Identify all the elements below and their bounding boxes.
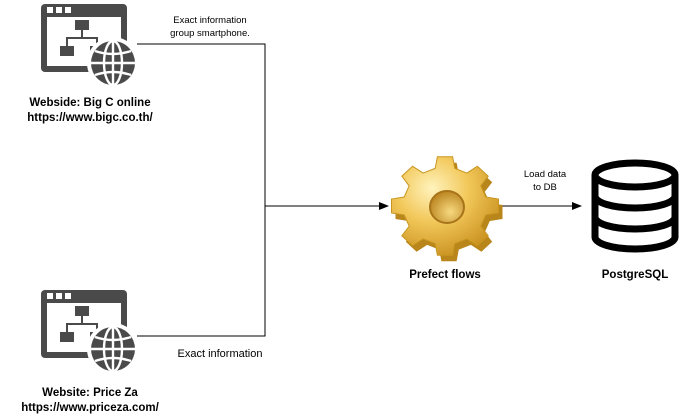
bigc-website-icon xyxy=(41,4,139,89)
priceza-website-icon xyxy=(41,290,139,375)
edge-bigc-to-prefect xyxy=(137,43,266,206)
priceza-title: Website: Price Za xyxy=(42,387,138,399)
gear-icon xyxy=(391,156,503,262)
load-edge-label: Load data to DB xyxy=(505,168,585,194)
prefect-label: Prefect flows xyxy=(409,269,481,281)
load-edge-label-line1: Load data xyxy=(523,169,567,180)
postgres-label: PostgreSQL xyxy=(601,269,669,281)
priceza-node-label: Website: Price Za https://www.priceza.co… xyxy=(10,386,170,416)
bigc-edge-label-line1: Exact information xyxy=(173,15,247,26)
priceza-url: https://www.priceza.com/ xyxy=(21,402,159,414)
bigc-edge-label-line2: group smartphone. xyxy=(170,28,250,39)
database-icon xyxy=(591,159,679,253)
edge-priceza-to-prefect xyxy=(137,206,266,337)
bigc-title: Webside: Big C online xyxy=(29,97,151,109)
bigc-node-label: Webside: Big C online https://www.bigc.c… xyxy=(15,96,165,126)
bigc-url: https://www.bigc.co.th/ xyxy=(27,112,153,124)
bigc-edge-label: Exact information group smartphone. xyxy=(150,14,270,40)
load-edge-label-line2: to DB xyxy=(533,182,557,193)
priceza-edge-label: Exact information xyxy=(177,348,263,360)
